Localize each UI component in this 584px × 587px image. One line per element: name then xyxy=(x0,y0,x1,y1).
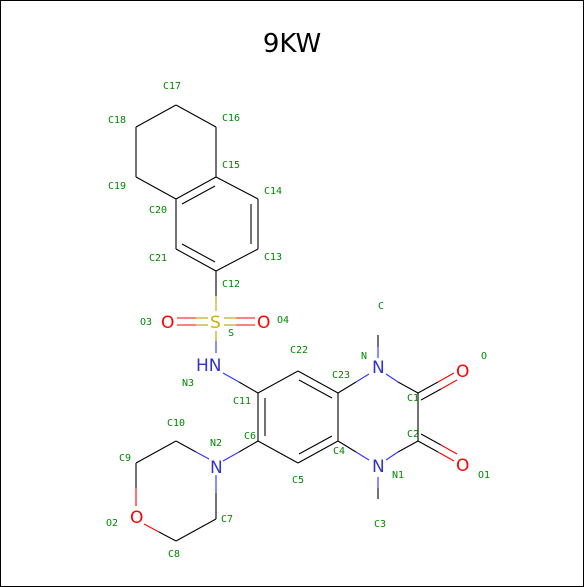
label-n3: N3 xyxy=(182,378,194,389)
bond-c2-n1-n xyxy=(385,451,399,461)
label-c21: C21 xyxy=(149,253,167,264)
label-o3: O3 xyxy=(140,317,152,328)
bond-c4-c5-inner xyxy=(298,435,333,455)
bond-n1-c4 xyxy=(337,440,357,453)
label-o4: O4 xyxy=(277,315,289,326)
label-o: O xyxy=(481,351,487,362)
atom-n2: N xyxy=(210,458,223,478)
bond-c22-c23-inner xyxy=(298,379,333,399)
bond-n3-c11 xyxy=(238,381,259,394)
bond-c11-c22 xyxy=(257,370,299,394)
bond-c10-c9 xyxy=(135,440,177,464)
label-c16: C16 xyxy=(222,113,240,124)
label-c19: C19 xyxy=(108,181,126,192)
heteroatom-symbols: O S O HN N O N O N O xyxy=(130,313,469,528)
atom-n1: N xyxy=(372,457,385,477)
label-c23: C23 xyxy=(332,370,350,381)
label-c5: C5 xyxy=(292,475,304,486)
bond-c18-c17 xyxy=(135,104,177,128)
label-c10: C10 xyxy=(167,418,185,429)
label-c9: C9 xyxy=(119,453,131,464)
label-c22: C22 xyxy=(290,345,308,356)
bond-n1-c4-n xyxy=(355,451,370,461)
bond-c20-c15 xyxy=(175,176,217,200)
bond-c2-o1-o-2 xyxy=(440,444,458,455)
label-c3: C3 xyxy=(374,519,386,530)
bond-n2-c10 xyxy=(175,440,197,453)
label-c17: C17 xyxy=(163,81,181,92)
bond-c2-o1-2 xyxy=(420,433,442,446)
molecule-title: 9KW xyxy=(262,29,322,59)
label-c15: C15 xyxy=(222,160,240,171)
label-c: C xyxy=(378,301,384,312)
atom-o3: O xyxy=(161,313,174,333)
bond-n2-c10-n xyxy=(195,451,210,460)
label-n: N xyxy=(361,351,367,362)
label-s: S xyxy=(228,328,234,339)
atom-o: O xyxy=(456,362,469,382)
bond-c8-c7 xyxy=(175,518,217,542)
bond-c2-o1 xyxy=(417,440,439,453)
bond-c6-n2-n xyxy=(222,451,240,462)
atom-n: N xyxy=(372,358,385,378)
label-c20: C20 xyxy=(149,205,167,216)
label-n1: N1 xyxy=(392,470,404,481)
bond-c20-c15-inner xyxy=(181,185,216,205)
bond-c22-c23 xyxy=(297,370,339,394)
bond-c19-c20 xyxy=(135,176,177,200)
bond-c23-n-n xyxy=(355,373,370,383)
bond-c12-c21 xyxy=(175,248,217,272)
bond-c12-c21-inner xyxy=(181,243,216,263)
bond-n-c1-n xyxy=(385,373,399,383)
atom-n3: HN xyxy=(196,356,222,376)
label-c7: C7 xyxy=(221,514,233,525)
bond-c1-o-2 xyxy=(420,388,442,401)
bond-n3-c11-n xyxy=(222,372,240,383)
label-c8: C8 xyxy=(168,549,180,560)
bond-c23-n xyxy=(337,381,357,394)
bond-c1-o-o xyxy=(437,372,455,383)
label-c12: C12 xyxy=(222,279,240,290)
label-c18: C18 xyxy=(108,115,126,126)
bonds xyxy=(135,104,458,542)
bond-c6-n2 xyxy=(238,440,259,453)
label-o2: O2 xyxy=(106,518,118,529)
bond-c15-c14 xyxy=(215,176,259,200)
label-c6: C6 xyxy=(244,431,256,442)
bond-c1-o xyxy=(417,381,439,394)
bond-n-c1 xyxy=(397,381,419,394)
label-c11: C11 xyxy=(233,396,251,407)
bond-c2-o1-o xyxy=(437,451,455,462)
label-c13: C13 xyxy=(264,252,282,263)
label-c14: C14 xyxy=(264,186,282,197)
label-n2: N2 xyxy=(210,438,222,449)
bond-c5-c6 xyxy=(257,440,299,464)
atom-o4: O xyxy=(257,313,270,333)
label-o1: O1 xyxy=(478,470,490,481)
label-c2: C2 xyxy=(407,429,419,440)
bond-o2-c8-o xyxy=(143,523,160,533)
bond-o2-c8 xyxy=(158,531,177,542)
atom-labels: C17 C18 C16 C15 C14 C19 C20 C21 C12 C13 … xyxy=(106,81,490,560)
atom-s: S xyxy=(210,313,221,333)
label-c1: C1 xyxy=(407,393,419,404)
bond-c2-n1 xyxy=(397,440,419,453)
bond-c17-c16 xyxy=(175,104,217,128)
bond-c1-o-o-2 xyxy=(440,379,458,390)
bond-c4-c5 xyxy=(297,440,339,464)
atom-o2: O xyxy=(130,508,143,528)
bond-c13-c12 xyxy=(215,248,259,272)
atom-o1: O xyxy=(456,456,469,476)
label-c4: C4 xyxy=(333,446,345,457)
